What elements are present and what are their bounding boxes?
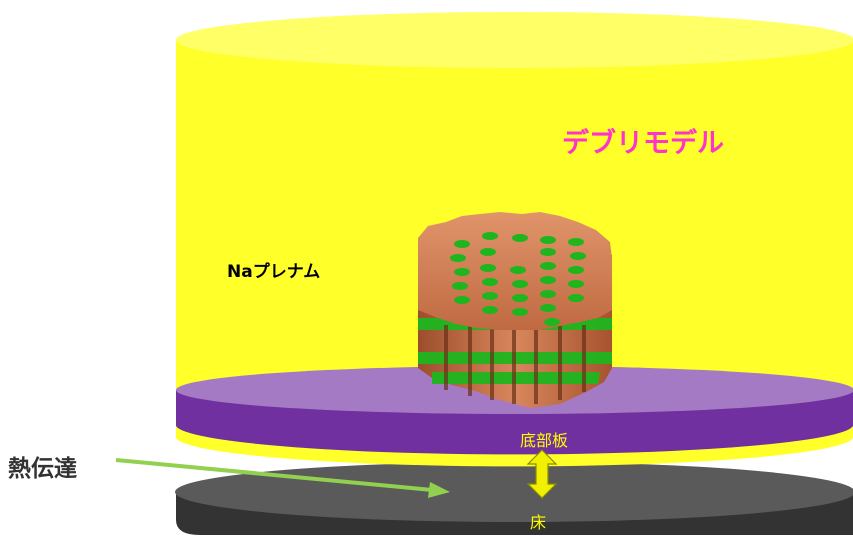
fuel-dot: [540, 248, 556, 256]
fuel-dot: [568, 280, 584, 288]
heat-transfer-label: 熱伝達: [8, 455, 77, 482]
fuel-dot: [512, 234, 528, 242]
fuel-dot: [454, 296, 470, 304]
heat-arrow-line: [115, 458, 433, 492]
fuel-dot: [482, 306, 498, 314]
fuel-dot: [480, 264, 496, 272]
fuel-dot: [540, 236, 556, 244]
core-pin-grooves: [444, 325, 586, 404]
fuel-dot: [570, 252, 586, 260]
fuel-dot: [540, 262, 556, 270]
core-top-dots: [450, 232, 586, 326]
fuel-dot: [454, 240, 470, 248]
fuel-dot: [568, 238, 584, 246]
fuel-dot: [450, 254, 466, 262]
fuel-dot: [482, 232, 498, 240]
fuel-dot: [512, 294, 528, 302]
fuel-dot: [568, 294, 584, 302]
bottom-plate-label: 底部板: [520, 431, 568, 450]
debris-model-label: デブリモデル: [562, 127, 724, 159]
fuel-dot: [482, 292, 498, 300]
fuel-dot: [540, 276, 556, 284]
double-arrow-icon: [526, 449, 558, 499]
fuel-dot: [510, 266, 526, 274]
heat-transfer-arrow: [115, 458, 450, 498]
gap-double-arrow: [526, 449, 558, 499]
fuel-dot: [480, 248, 496, 256]
fuel-dot: [568, 266, 584, 274]
fuel-dot: [452, 282, 468, 290]
vessel-top: [176, 12, 853, 68]
fuel-dot: [482, 278, 498, 286]
heat-arrow-head: [428, 482, 450, 498]
fuel-dot: [544, 318, 560, 326]
floor-top: [175, 462, 853, 522]
fuel-dot: [454, 268, 470, 276]
floor-disk: [175, 462, 853, 535]
fuel-dot: [540, 290, 556, 298]
na-plenum-label: Naプレナム: [227, 261, 320, 282]
fuel-dot: [512, 280, 528, 288]
floor-label: 床: [530, 513, 546, 532]
core-assembly: [418, 212, 612, 408]
fuel-dot: [512, 308, 528, 316]
fuel-dot: [540, 304, 556, 312]
